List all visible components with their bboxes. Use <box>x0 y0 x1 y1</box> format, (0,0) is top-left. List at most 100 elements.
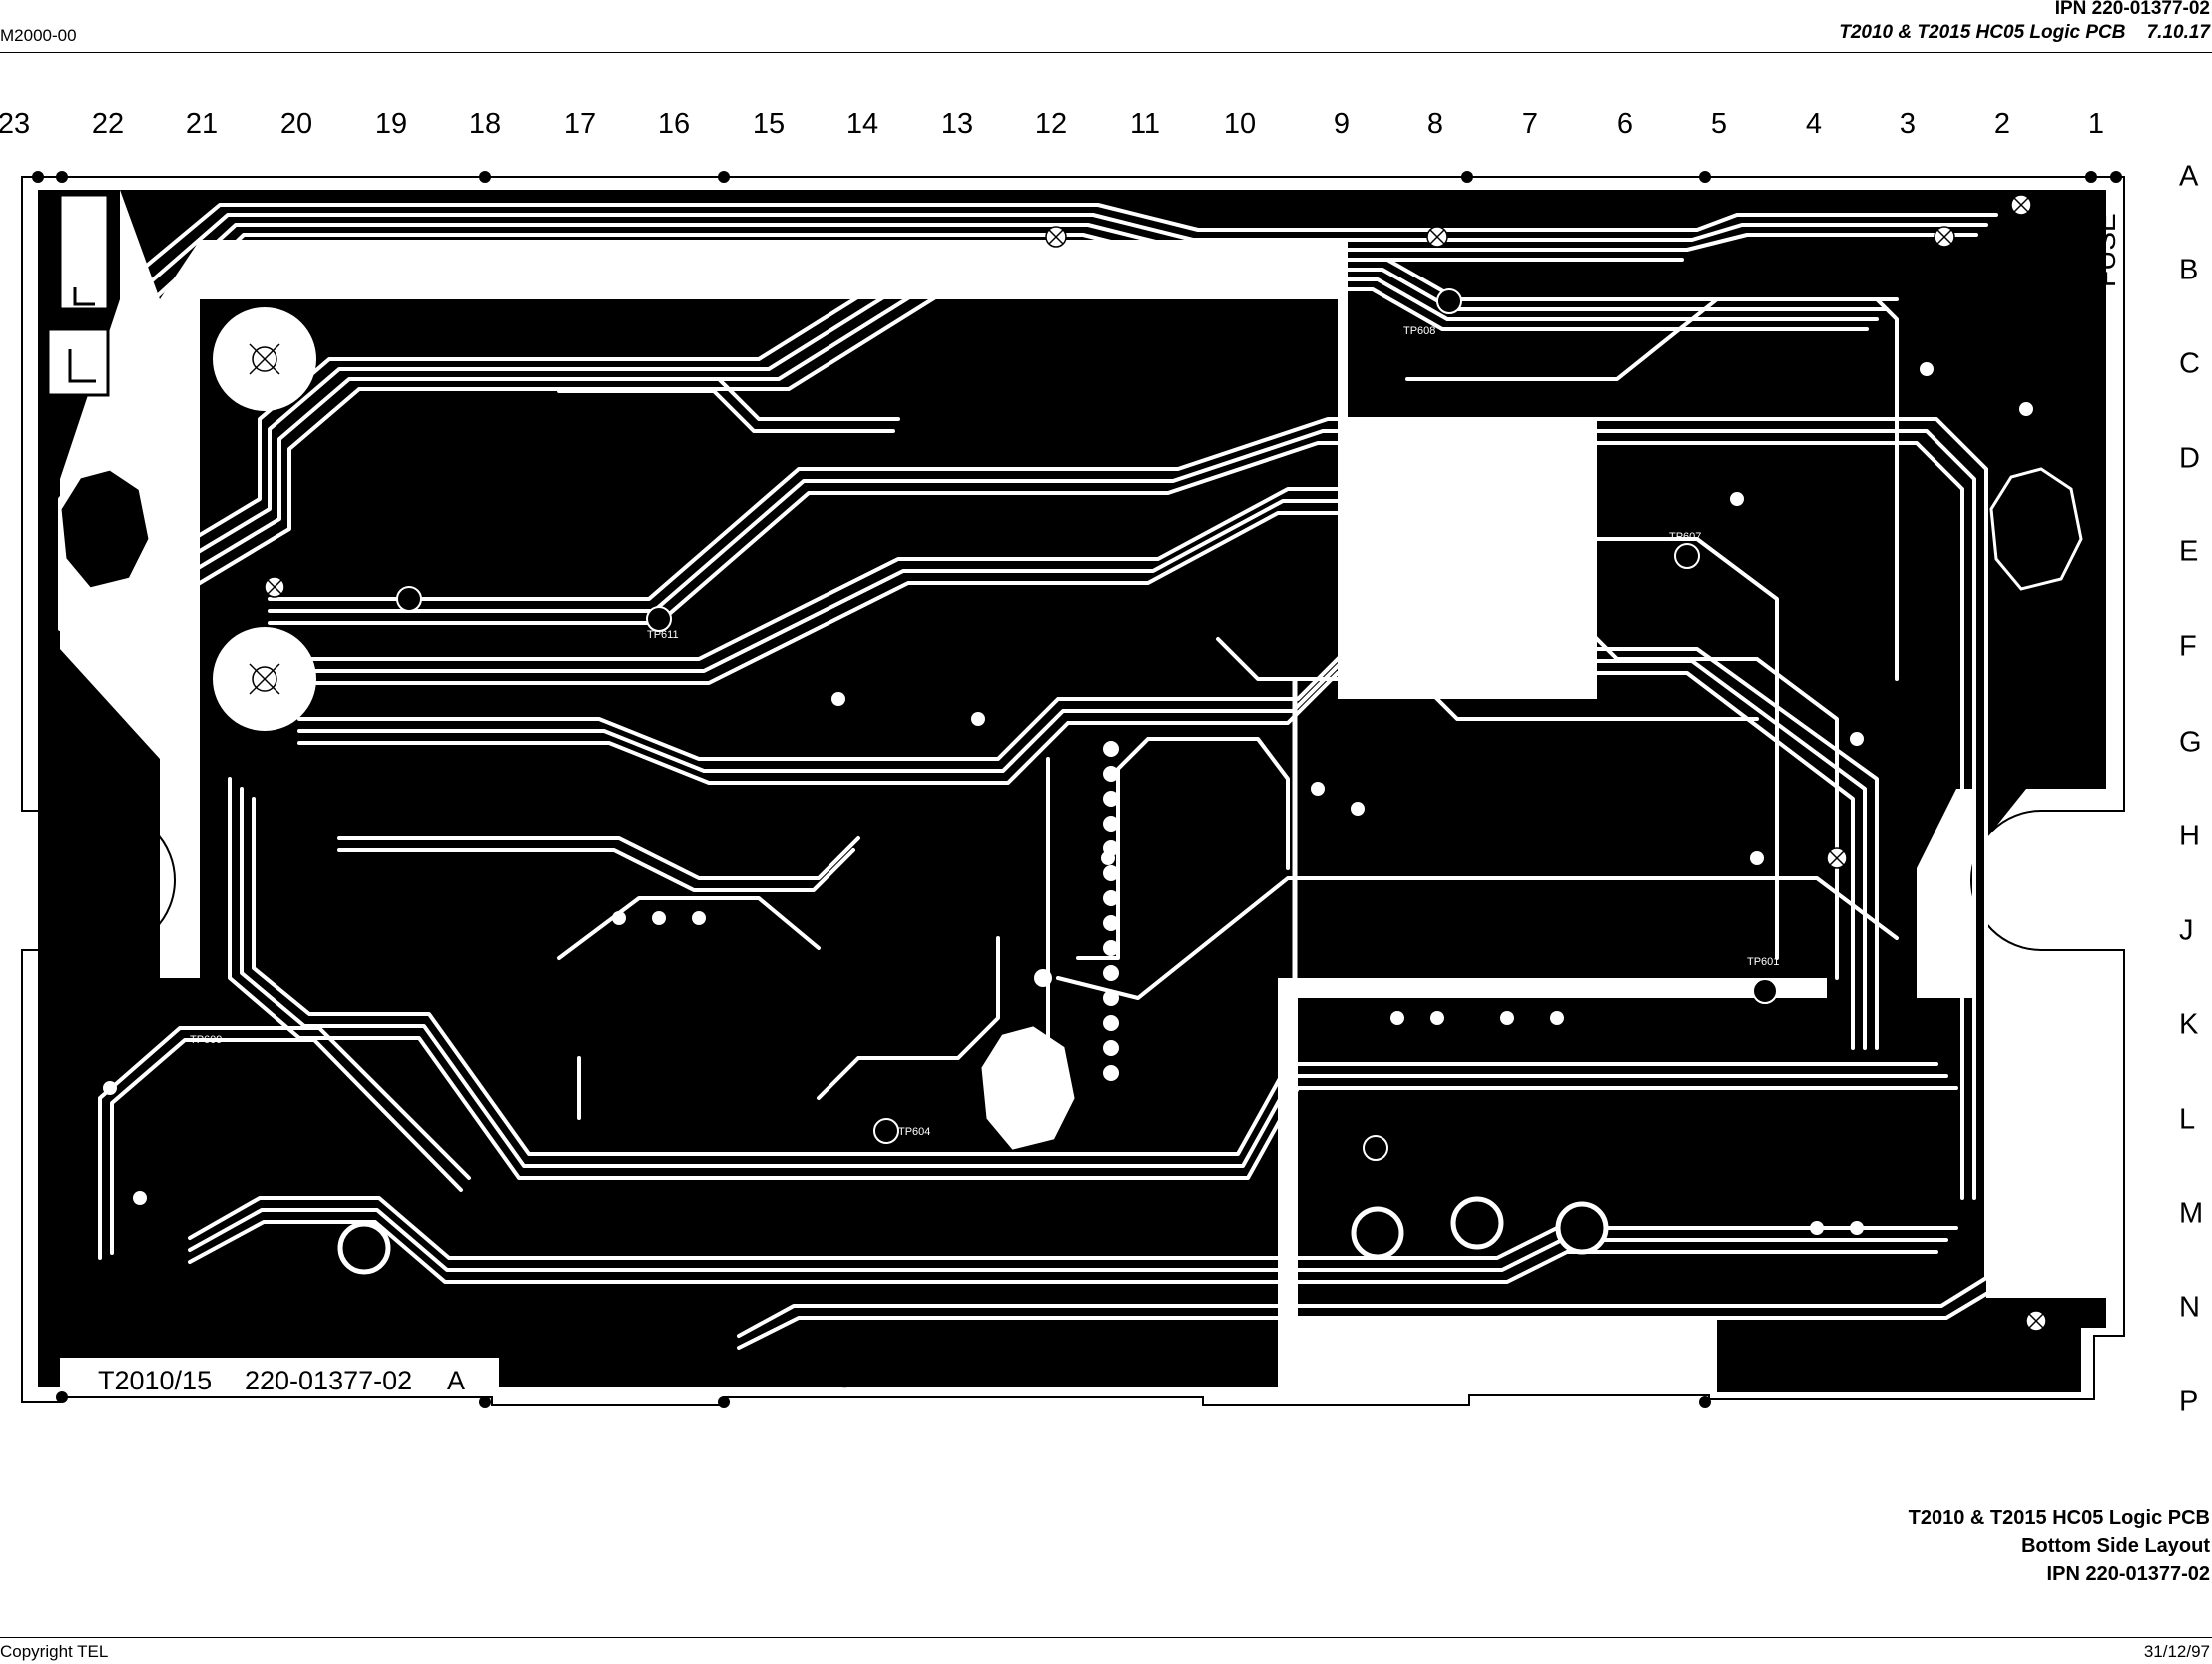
column-label: 13 <box>940 108 974 140</box>
via-pad <box>1500 1011 1514 1025</box>
column-label: 4 <box>1805 108 1823 140</box>
trace <box>1076 737 1290 960</box>
trace <box>337 848 855 892</box>
column-label: 14 <box>845 108 879 140</box>
test-point-pads <box>396 288 1778 1161</box>
via-pad <box>1920 362 1934 376</box>
column-label: 1 <box>2087 108 2105 140</box>
column-label: 15 <box>752 108 786 140</box>
via-marker <box>267 579 282 595</box>
column-label: 18 <box>468 108 502 140</box>
crystal-marks <box>249 343 280 695</box>
via-pad <box>133 1191 147 1205</box>
edge-dot <box>32 171 44 183</box>
trace <box>1495 537 1779 960</box>
trace <box>98 1026 471 1260</box>
row-label: L <box>2179 1103 2196 1136</box>
column-label: 7 <box>1521 108 1539 140</box>
via-pad <box>1750 851 1764 865</box>
ic-pin <box>1103 1040 1119 1056</box>
footer-date: 31/12/97 <box>2143 1642 2210 1661</box>
trace <box>268 429 1976 1200</box>
trace <box>268 441 1964 1200</box>
capacitor-pad <box>337 1221 391 1275</box>
test-point-pad <box>873 1118 899 1144</box>
tp-label: TP607 <box>1669 531 1702 543</box>
row-label: E <box>2179 535 2199 568</box>
via-pad <box>1390 1011 1404 1025</box>
tp-label: TP608 <box>1403 325 1436 337</box>
via-pad <box>1311 782 1325 796</box>
trace <box>287 511 1489 685</box>
silkscreen-ipn: 220-01377-02 <box>245 1366 413 1395</box>
ic-pin <box>1103 890 1119 906</box>
via-pad <box>2019 402 2033 416</box>
header-subtitle: T2010 & T2015 HC05 Logic PCB 7.10.17 <box>1839 22 2210 44</box>
trace <box>1395 597 1839 980</box>
row-label: A <box>2179 160 2199 193</box>
column-label: 17 <box>563 108 597 140</box>
trace <box>737 996 1988 1338</box>
trace <box>188 287 1869 591</box>
silkscreen-model: T2010/15 <box>98 1366 213 1395</box>
edge-dot <box>1461 171 1473 183</box>
silkscreen-rev: A <box>447 1366 466 1395</box>
column-label: 10 <box>1223 108 1257 140</box>
via-pad <box>1730 492 1744 506</box>
column-label: 19 <box>374 108 408 140</box>
mounting-pad <box>58 467 152 591</box>
header-subtitle-text: T2010 & T2015 HC05 Logic PCB <box>1839 22 2126 43</box>
crystal-mark <box>252 666 277 692</box>
edge-dot <box>718 1396 730 1408</box>
capacitor-pad <box>1351 1206 1404 1260</box>
trace <box>268 417 1988 1200</box>
test-point-pad <box>646 606 672 632</box>
title-line-1: T2010 & T2015 HC05 Logic PCB <box>1908 1507 2210 1529</box>
trace <box>557 896 821 960</box>
title-line-3: IPN 220-01377-02 <box>2046 1563 2210 1585</box>
trace <box>82 223 1978 651</box>
test-point-pad <box>396 586 422 612</box>
row-label: K <box>2179 1008 2199 1041</box>
tp-label: TP609 <box>190 1034 223 1046</box>
fuse-pad <box>2054 238 2082 268</box>
capacitor-pad <box>1555 1201 1609 1255</box>
tp-label: TP611 <box>647 629 679 641</box>
via-pad <box>612 911 626 925</box>
via-marker <box>1048 229 1064 245</box>
crystal-mark <box>249 343 280 375</box>
column-label: 22 <box>91 108 125 140</box>
via-pad <box>971 712 985 726</box>
column-label: 5 <box>1710 108 1728 140</box>
header-ipn: IPN 220-01377-02 <box>2054 0 2210 19</box>
via-pad <box>692 911 706 925</box>
title-line-2: Bottom Side Layout <box>2021 1535 2210 1557</box>
ic-pin <box>1103 816 1119 832</box>
edge-dot <box>56 171 68 183</box>
trace <box>287 487 1499 661</box>
test-point-pad <box>1363 1135 1388 1161</box>
edge-dot <box>479 1396 491 1408</box>
silkscreen-boxes <box>46 193 110 397</box>
ic-pin <box>1103 965 1119 981</box>
crystal-mark <box>252 346 277 372</box>
via-markers <box>264 194 2047 1332</box>
edge-dot <box>479 171 491 183</box>
trace <box>297 671 1855 1050</box>
header-rule <box>0 52 2212 53</box>
via-pad <box>1351 802 1365 816</box>
row-label: J <box>2179 914 2194 947</box>
test-point-pad <box>1674 543 1700 569</box>
large-pads <box>58 307 2083 1275</box>
copper-pour-top <box>120 190 1348 299</box>
via-pad <box>831 692 845 706</box>
trace <box>252 797 1938 1156</box>
trace <box>58 203 1998 631</box>
edge-dot <box>2110 171 2122 183</box>
doc-code: M2000-00 <box>0 26 77 45</box>
trace <box>1216 637 1759 721</box>
via-pad <box>1850 1221 1864 1235</box>
connector-outline <box>46 327 110 397</box>
trace <box>228 777 1958 1180</box>
